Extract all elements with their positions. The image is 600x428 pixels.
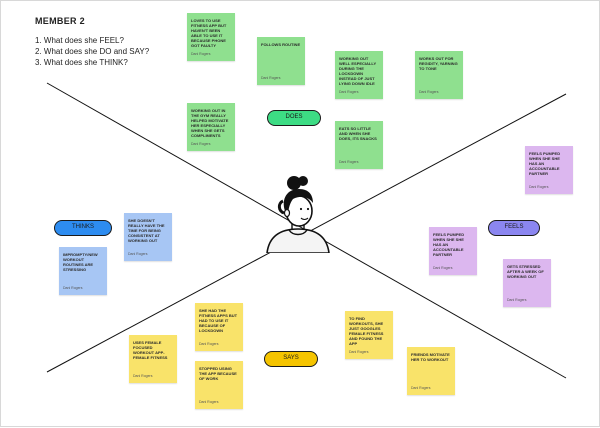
- note-author: Dani Rogers: [261, 76, 281, 80]
- question-3: 3. What does she THINK?: [35, 58, 128, 67]
- note-author: Dani Rogers: [419, 90, 439, 94]
- note-author: Dani Rogers: [411, 386, 431, 390]
- note-text: Friends motivate her to workout: [411, 352, 450, 362]
- note-text: Imprompty/new workout routines are stres…: [63, 252, 98, 272]
- sticky-note[interactable]: She had the fitness apps but had to use …: [195, 303, 243, 351]
- says-label[interactable]: SAYS: [264, 351, 318, 367]
- note-author: Dani Rogers: [191, 52, 211, 56]
- note-text: Uses female focused workout app-female f…: [133, 340, 168, 360]
- sticky-note[interactable]: Gets stressed after a week of working ou…: [503, 259, 551, 307]
- note-text: Feels pumped when she she has an account…: [433, 232, 465, 257]
- note-author: Dani Rogers: [507, 298, 527, 302]
- note-author: Dani Rogers: [191, 142, 211, 146]
- note-text: Works out for regidity, yarning to tone: [419, 56, 458, 71]
- board-title: MEMBER 2: [35, 16, 85, 26]
- sticky-note[interactable]: Friends motivate her to workout Dani Rog…: [407, 347, 455, 395]
- note-text: She had the fitness apps but had to use …: [199, 308, 238, 333]
- sticky-note[interactable]: Imprompty/new workout routines are stres…: [59, 247, 107, 295]
- sticky-note[interactable]: Feels pumped when she she has an account…: [525, 146, 573, 194]
- note-text: To find workouts, she just googles femal…: [349, 316, 384, 346]
- note-text: Loves to use fitness app but haven't bee…: [191, 18, 227, 48]
- note-text: Gets stressed after a week of working ou…: [507, 264, 544, 279]
- guiding-questions: 1. What does she FEEL? 2. What does she …: [35, 35, 149, 68]
- note-text: She doesn't really have the time for bei…: [128, 218, 165, 243]
- question-2: 2. What does she DO and SAY?: [35, 47, 150, 56]
- sticky-note[interactable]: Eats so little and when she does, its sn…: [335, 121, 383, 169]
- sticky-note[interactable]: Working out in the gym really helped mot…: [187, 103, 235, 151]
- note-author: Dani Rogers: [133, 374, 153, 378]
- sticky-note[interactable]: Follows routine Dani Rogers: [257, 37, 305, 85]
- feels-label[interactable]: FEELS: [488, 220, 540, 236]
- note-author: Dani Rogers: [339, 90, 359, 94]
- sticky-note[interactable]: Uses female focused workout app-female f…: [129, 335, 177, 383]
- sticky-note[interactable]: Stopped using the app because of work Da…: [195, 361, 243, 409]
- note-text: Follows routine: [261, 42, 301, 47]
- sticky-note[interactable]: Feels pumped when she she has an account…: [429, 227, 477, 275]
- note-text: Feels pumped when she she has an account…: [529, 151, 561, 176]
- does-label[interactable]: DOES: [267, 110, 321, 126]
- sticky-note[interactable]: She doesn't really have the time for bei…: [124, 213, 172, 261]
- thinks-label[interactable]: THINKS: [54, 220, 112, 236]
- sticky-note[interactable]: Works out for regidity, yarning to tone …: [415, 51, 463, 99]
- note-author: Dani Rogers: [63, 286, 83, 290]
- persona-avatar-icon: [266, 176, 330, 253]
- sticky-note[interactable]: Loves to use fitness app but haven't bee…: [187, 13, 235, 61]
- sticky-note[interactable]: To find workouts, she just googles femal…: [345, 311, 393, 359]
- note-author: Dani Rogers: [433, 266, 453, 270]
- question-1: 1. What does she FEEL?: [35, 36, 124, 45]
- note-author: Dani Rogers: [199, 400, 219, 404]
- note-author: Dani Rogers: [529, 185, 549, 189]
- note-text: Eats so little and when she does, its sn…: [339, 126, 377, 141]
- sticky-note[interactable]: Working out well especially during the l…: [335, 51, 383, 99]
- note-author: Dani Rogers: [199, 342, 219, 346]
- note-text: Working out well especially during the l…: [339, 56, 377, 86]
- note-text: Working out in the gym really helped mot…: [191, 108, 229, 138]
- note-author: Dani Rogers: [128, 252, 148, 256]
- note-author: Dani Rogers: [349, 350, 369, 354]
- note-author: Dani Rogers: [339, 160, 359, 164]
- note-text: Stopped using the app because of work: [199, 366, 237, 381]
